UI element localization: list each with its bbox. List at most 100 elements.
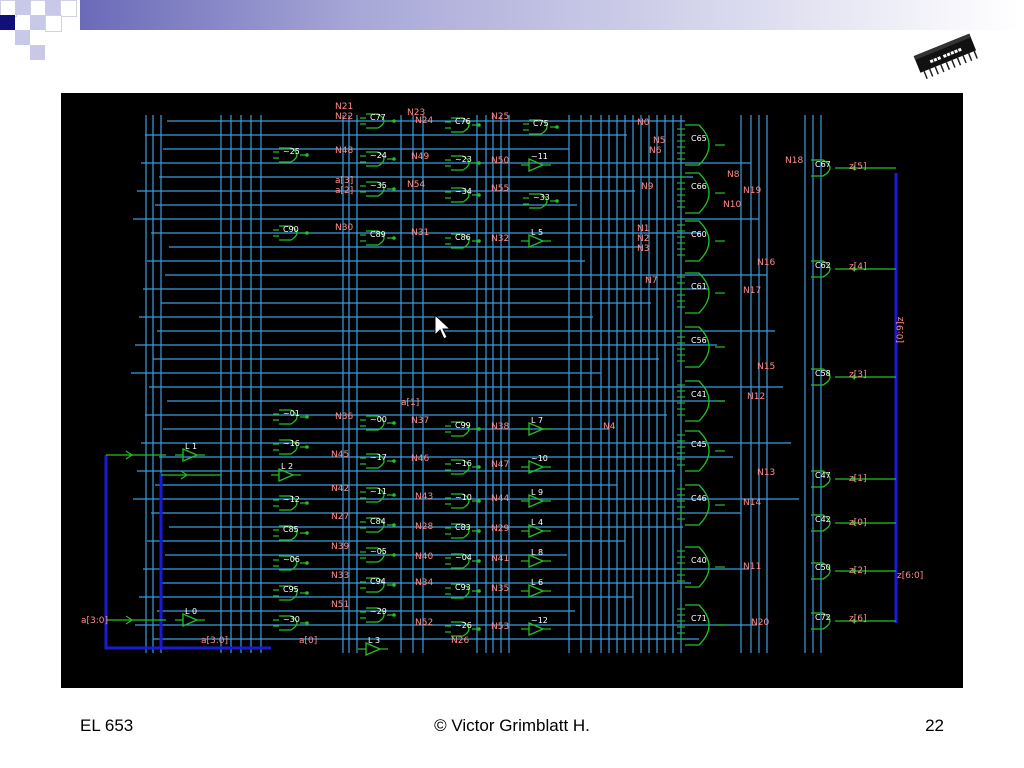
output-dot bbox=[477, 529, 481, 533]
gate-col2 bbox=[366, 151, 385, 167]
gate-label: C76 bbox=[455, 117, 471, 126]
net-label: N32 bbox=[491, 234, 509, 244]
gate-col2 bbox=[366, 517, 385, 533]
output-dot bbox=[392, 459, 396, 463]
gate-label: C94 bbox=[370, 577, 386, 586]
net-label: N3 bbox=[637, 244, 649, 254]
output-port-arrow bbox=[851, 476, 855, 482]
net-label: z[4] bbox=[849, 262, 866, 272]
gate-label: ~23 bbox=[455, 155, 472, 164]
gate-col5 bbox=[685, 484, 710, 526]
output-dot bbox=[392, 583, 396, 587]
output-dot bbox=[392, 187, 396, 191]
net-label: z[6:0] bbox=[897, 571, 923, 581]
gate-label: C72 bbox=[815, 613, 831, 622]
footer-course: EL 653 bbox=[80, 716, 134, 735]
gate-col5 bbox=[685, 326, 710, 368]
gate-col1 bbox=[279, 439, 298, 455]
output-dot bbox=[305, 591, 309, 595]
output-dot bbox=[305, 415, 309, 419]
gate-label: ~35 bbox=[370, 181, 387, 190]
net-label: N13 bbox=[757, 468, 775, 478]
net-label: N22 bbox=[335, 112, 353, 122]
gate-col1 bbox=[279, 495, 298, 511]
gate-col2 bbox=[366, 230, 385, 246]
net-label: N51 bbox=[331, 600, 349, 610]
net-label: N42 bbox=[331, 484, 349, 494]
net-label: N0 bbox=[637, 118, 650, 128]
gate-label: ~17 bbox=[370, 453, 387, 462]
gate-col6 bbox=[811, 159, 831, 177]
output-port-arrow bbox=[851, 568, 855, 574]
output-dot bbox=[477, 193, 481, 197]
gate-col1 bbox=[279, 409, 298, 425]
gate-col1 bbox=[279, 585, 298, 601]
net-label: N48 bbox=[335, 146, 353, 156]
gate-label: C84 bbox=[370, 517, 386, 526]
gate-col1 bbox=[279, 147, 298, 163]
gate-label: L 8 bbox=[531, 548, 543, 557]
gate-label: C66 bbox=[691, 182, 707, 191]
gate-label: L 2 bbox=[281, 462, 293, 471]
gate-label: C46 bbox=[691, 494, 707, 503]
net-label: N16 bbox=[757, 258, 775, 268]
gate-col3 bbox=[451, 493, 470, 509]
net-label: N35 bbox=[491, 584, 509, 594]
gate-label: ~34 bbox=[455, 187, 472, 196]
gate-col6 bbox=[811, 514, 831, 532]
output-dot bbox=[305, 153, 309, 157]
output-dot bbox=[392, 119, 396, 123]
net-label: N36 bbox=[335, 412, 353, 422]
gate-label: C75 bbox=[533, 119, 549, 128]
gate-label: C50 bbox=[815, 563, 831, 572]
gate-label: L 4 bbox=[531, 518, 543, 527]
output-dot bbox=[392, 523, 396, 527]
net-label: N20 bbox=[751, 618, 769, 628]
net-label: z[2] bbox=[849, 566, 866, 576]
gate-col1 bbox=[279, 225, 298, 241]
output-dot bbox=[392, 553, 396, 557]
output-dot bbox=[305, 501, 309, 505]
output-dot bbox=[477, 627, 481, 631]
gate-label: L 0 bbox=[185, 607, 197, 616]
net-label: N5 bbox=[653, 136, 665, 146]
gate-label: C90 bbox=[283, 225, 299, 234]
net-label: N17 bbox=[743, 286, 761, 296]
gate-label: C56 bbox=[691, 336, 707, 345]
gate-label: ~25 bbox=[283, 147, 300, 156]
net-label: N46 bbox=[411, 454, 429, 464]
gate-label: C85 bbox=[283, 525, 299, 534]
output-port-arrow bbox=[851, 374, 855, 380]
gate-col5 bbox=[685, 546, 710, 588]
output-bus-label: [0:9]z bbox=[896, 316, 906, 343]
gate-label: ~12 bbox=[283, 495, 300, 504]
gate-label: C40 bbox=[691, 556, 707, 565]
gate-label: L 9 bbox=[531, 488, 543, 497]
net-label: N25 bbox=[491, 112, 509, 122]
gate-label: C89 bbox=[370, 230, 386, 239]
gate-col6 bbox=[811, 470, 831, 488]
gate-col3 bbox=[451, 459, 470, 475]
net-label: N14 bbox=[743, 498, 761, 508]
net-label: N54 bbox=[407, 180, 425, 190]
gate-label: C47 bbox=[815, 471, 831, 480]
output-dot bbox=[305, 531, 309, 535]
output-dot bbox=[305, 621, 309, 625]
net-label: N4 bbox=[603, 422, 616, 432]
net-label: N38 bbox=[491, 422, 509, 432]
footer-copyright: © Victor Grimblatt H. bbox=[434, 716, 590, 735]
net-label: a[0] bbox=[299, 636, 317, 646]
net-label: N26 bbox=[451, 636, 469, 646]
gate-label: C61 bbox=[691, 282, 707, 291]
net-label: N1 bbox=[637, 224, 649, 234]
gate-label: C58 bbox=[815, 369, 831, 378]
gate-label: ~29 bbox=[370, 607, 387, 616]
chip-icon: ▪▪▪ ▪▪▪▪▪ bbox=[908, 30, 984, 82]
gate-label: C77 bbox=[370, 113, 386, 122]
gate-col5 bbox=[685, 172, 710, 214]
gate-col6 bbox=[811, 260, 831, 278]
gate-col5 bbox=[685, 430, 710, 472]
gate-col6 bbox=[811, 368, 831, 386]
gate-col5 bbox=[685, 604, 710, 646]
